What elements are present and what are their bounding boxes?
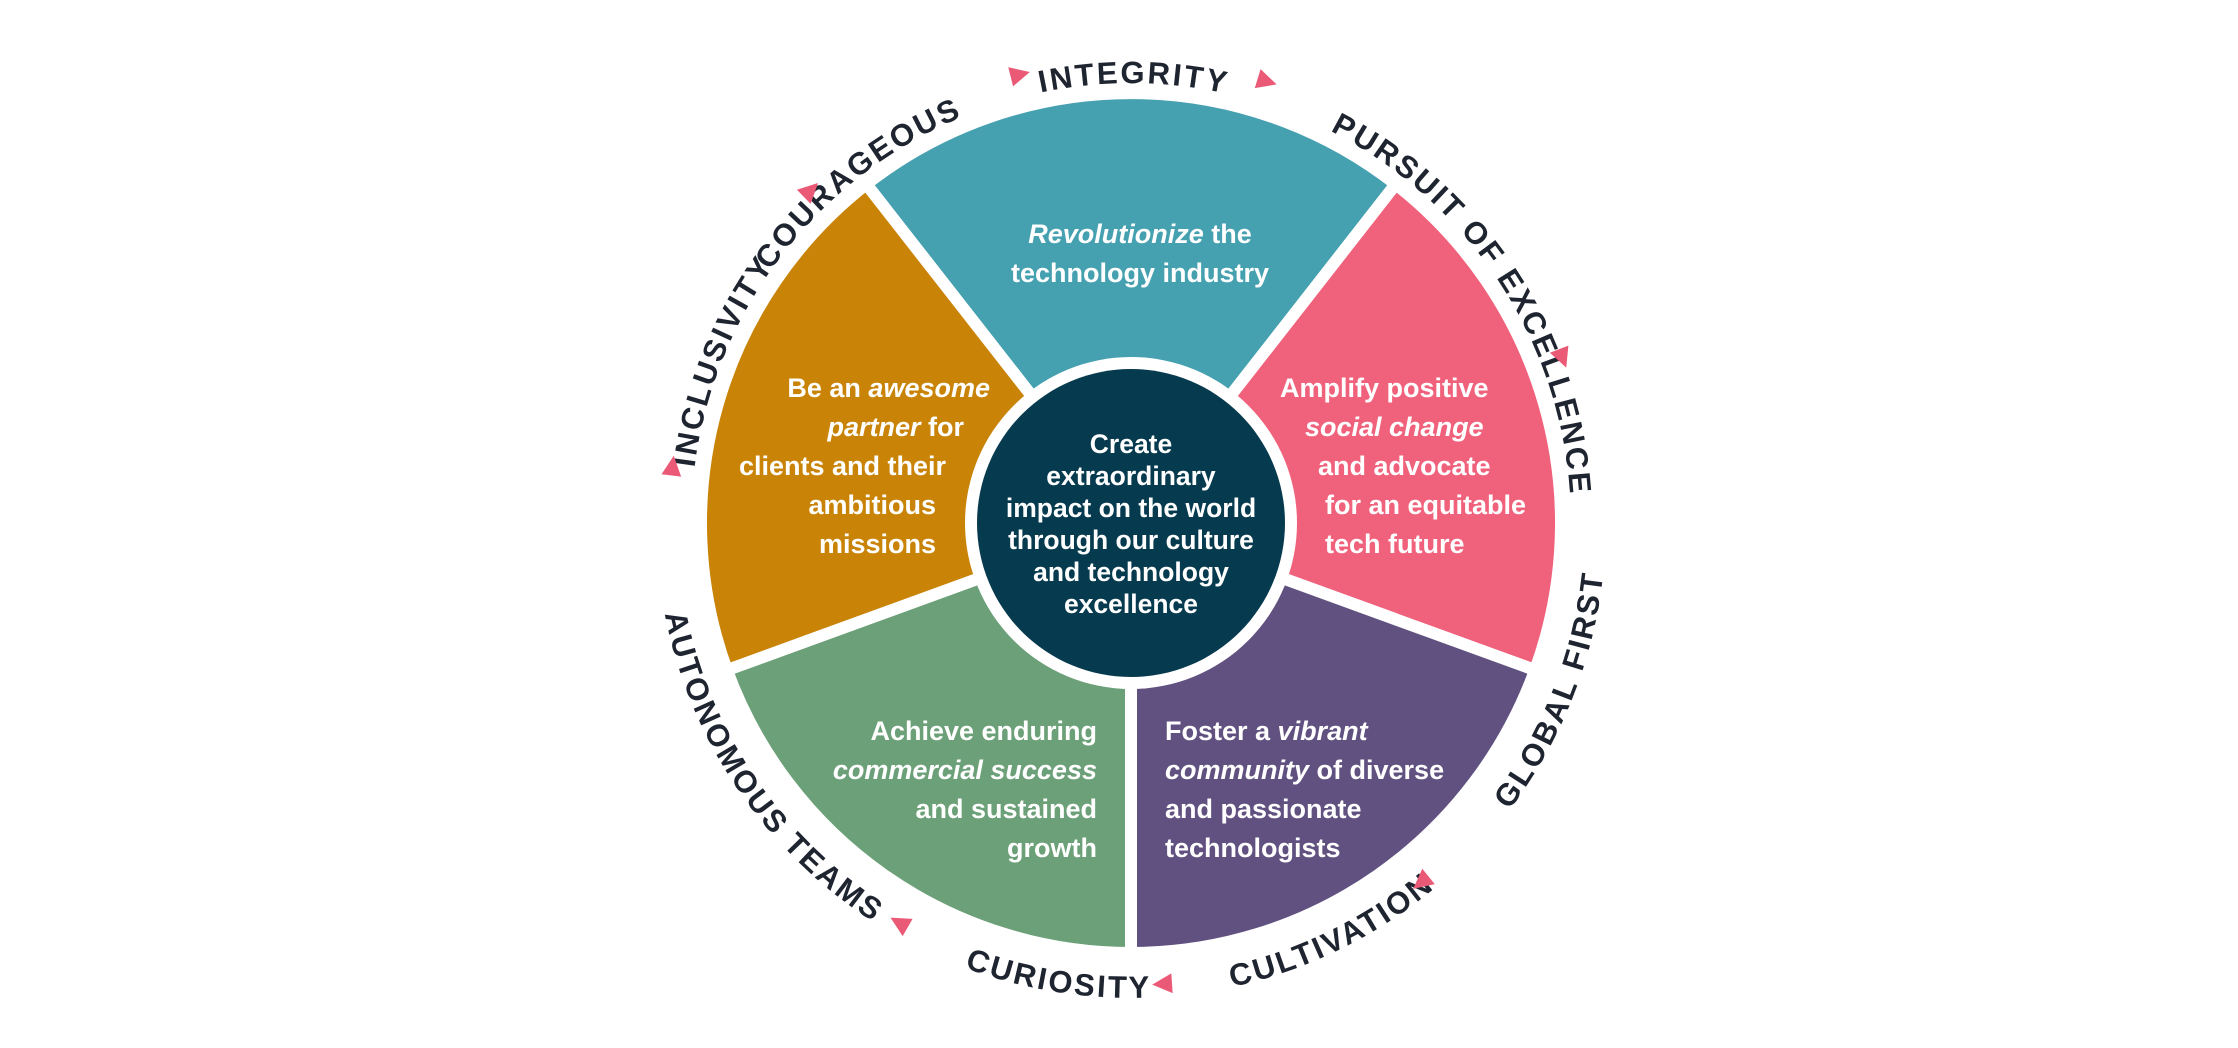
bottom-right-line-2: community of diverse [1165, 755, 1444, 785]
top-line-2: technology industry [1011, 258, 1269, 288]
triangle-arrow-icon-6 [890, 917, 913, 937]
center-line-2: extraordinary [1046, 461, 1216, 491]
triangle-arrow-icon-5 [1152, 973, 1173, 994]
right-line-2: social change [1305, 412, 1484, 442]
bottom-left-line-3: and sustained [915, 794, 1097, 824]
right-line-5: tech future [1325, 529, 1465, 559]
left-line-5: missions [819, 529, 936, 559]
bottom-left-line-2: commercial success [833, 755, 1097, 785]
bottom-right-line-3: and passionate [1165, 794, 1362, 824]
triangle-arrow-icon-3 [1549, 345, 1569, 368]
center-line-3: impact on the world [1006, 493, 1256, 523]
triangle-arrow-icon-1 [1008, 67, 1030, 87]
right-line-1: Amplify positive [1280, 373, 1489, 403]
segment-bottom-left-text: Achieve enduring commercial success and … [833, 716, 1097, 863]
cycle-arrows [661, 67, 1569, 994]
triangle-arrow-icon-8 [796, 183, 819, 204]
left-line-2: partner for [826, 412, 964, 442]
left-line-3: clients and their [739, 451, 947, 481]
segment-revolutionize [857, 87, 1405, 533]
center-line-5: and technology [1033, 557, 1229, 587]
center-line-1: Create [1090, 429, 1173, 459]
center-circle [977, 369, 1285, 677]
top-line-1: Revolutionize the [1028, 219, 1252, 249]
bottom-right-line-4: technologists [1165, 833, 1341, 863]
bottom-left-line-1: Achieve enduring [870, 716, 1097, 746]
right-line-4: for an equitable [1325, 490, 1526, 520]
center-statement: Create extraordinary impact on the world… [1006, 429, 1256, 619]
segment-left-text: Be an awesome partner for clients and th… [739, 373, 990, 559]
triangle-arrow-icon-7 [661, 455, 682, 477]
bottom-left-line-4: growth [1007, 833, 1097, 863]
segment-right-text: Amplify positive social change and advoc… [1280, 373, 1526, 559]
triangle-arrow-icon-4 [1413, 868, 1435, 889]
right-line-3: and advocate [1318, 451, 1491, 481]
center-line-6: excellence [1064, 589, 1198, 619]
left-line-1: Be an awesome [787, 373, 990, 403]
center-line-4: through our culture [1008, 525, 1254, 555]
segment-bottom-right-text: Foster a vibrant community of diverse an… [1165, 716, 1444, 863]
triangle-arrow-icon-2 [1254, 69, 1277, 89]
mission-segments [694, 87, 1568, 960]
left-line-4: ambitious [808, 490, 936, 520]
segment-top-text: Revolutionize the technology industry [1011, 219, 1269, 288]
bottom-right-line-1: Foster a vibrant [1165, 716, 1369, 746]
